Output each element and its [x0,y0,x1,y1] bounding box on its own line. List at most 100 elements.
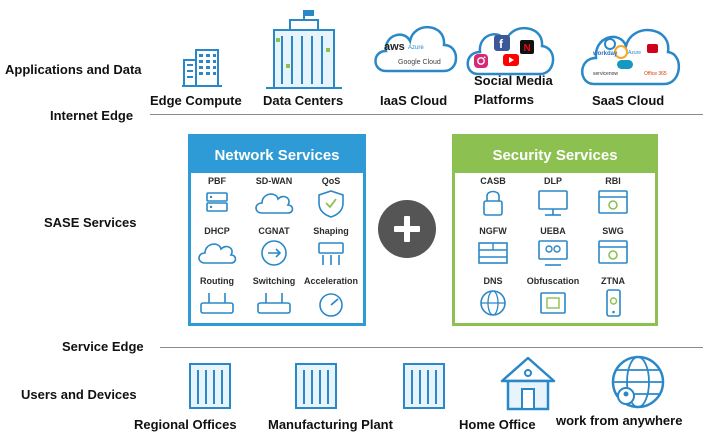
service-label: SWG [602,226,624,236]
gmail-icon [647,44,658,53]
service-label: RBI [605,176,621,186]
cgnat-icon [244,237,304,269]
facebook-icon: f [494,35,510,51]
netflix-icon: N [520,40,534,54]
instagram-icon [474,54,488,68]
edge-compute-building-icon [182,49,222,87]
azure-logo-text: Azure [408,45,424,51]
internet-edge-line [150,114,703,115]
network-services-item-dhcp: DHCP [187,225,247,269]
service-label: DNS [483,276,503,286]
obfuscation-icon [523,287,583,319]
salesforce-icon [617,60,633,69]
aws-logo-text: aws [384,41,405,53]
sd-wan-icon [244,187,304,219]
service-label: CGNAT [258,226,290,236]
network-services-item-routing: Routing [187,275,247,319]
security-services-item-ztna: ZTNA [583,275,643,319]
ueba-icon [523,237,583,269]
globe-user-icon [611,355,665,409]
servicenow-logo-text: servicenow [593,71,619,77]
youtube-icon [503,54,519,66]
social-media-label-line2: Platforms [474,92,534,107]
service-label: QoS [321,176,341,186]
ztna-icon [583,287,643,319]
service-label: Obfuscation [526,276,580,286]
dhcp-icon [187,237,247,269]
network-services-item-shaping: Shaping [301,225,361,269]
work-from-anywhere-label: work from anywhere [556,413,683,428]
security-services-item-dns: DNS [463,275,523,319]
service-label: Acceleration [303,276,359,286]
svg-text:N: N [524,43,531,54]
network-services-item-cgnat: CGNAT [244,225,304,269]
dns-icon [463,287,523,319]
security-services-item-casb: CASB [463,175,523,219]
security-services-title: Security Services [455,137,655,173]
security-services-item-dlp: DLP [523,175,583,219]
row-label-sase-services: SASE Services [44,215,137,230]
service-label: Shaping [313,226,349,236]
home-office-label: Home Office [459,417,536,432]
network-services-item-sd-wan: SD-WAN [244,175,304,219]
office-building-icon [403,363,445,409]
service-label: DHCP [204,226,230,236]
shaping-icon [301,237,361,269]
edge-compute-label: Edge Compute [150,93,242,108]
workday-logo-text: workday [593,51,618,57]
pbf-icon [187,187,247,219]
social-media-label-line1: Social Media [474,73,553,88]
plus-icon [378,200,436,258]
home-office-icon [500,356,556,411]
saas-app-icon [604,38,616,50]
saas-cloud-label: SaaS Cloud [592,93,665,108]
service-label: DLP [544,176,562,186]
service-label: NGFW [479,226,507,236]
network-services-item-acceleration: Acceleration [301,275,361,319]
security-services-panel: Security Services CASB DLP RBI NGFW UEBA SWG D… [452,134,658,326]
qos-icon [301,187,361,219]
data-centers-building-icon [266,10,342,89]
security-services-item-ngfw: NGFW [463,225,523,269]
security-services-item-ueba: UEBA [523,225,583,269]
saas-azure-logo-text: Azure [628,50,642,56]
row-label-applications-and-data: Applications and Data [5,62,142,77]
office365-logo-text: Office 365 [644,71,667,77]
data-centers-label: Data Centers [263,93,344,108]
network-services-item-qos: QoS [301,175,361,219]
svg-text:f: f [499,37,504,51]
dlp-icon [523,187,583,219]
service-label: ZTNA [601,276,625,286]
network-services-item-pbf: PBF [187,175,247,219]
iaas-cloud-label: IaaS Cloud [380,93,448,108]
row-label-service-edge: Service Edge [62,339,144,354]
service-label: UEBA [540,226,566,236]
service-edge-line [160,347,703,348]
switching-icon [244,287,304,319]
security-services-item-obfuscation: Obfuscation [523,275,583,319]
row-label-users-and-devices: Users and Devices [21,387,137,402]
acceleration-icon [301,287,361,319]
social-media-cloud-icon [466,26,555,76]
google-cloud-logo-text: Google Cloud [398,59,441,66]
regional-offices-building-icon [189,363,231,409]
service-label: PBF [208,176,226,186]
service-label: Switching [252,276,296,286]
chrome-like-icon [614,45,628,59]
swg-icon [583,237,643,269]
row-label-internet-edge: Internet Edge [50,108,134,123]
routing-icon [187,287,247,319]
security-services-item-swg: SWG [583,225,643,269]
service-label: SD-WAN [255,176,293,186]
manufacturing-plant-label: Manufacturing Plant [268,417,393,432]
casb-icon [463,187,523,219]
service-label: Routing [200,276,234,286]
regional-offices-label: Regional Offices [134,417,237,432]
service-label: CASB [480,176,506,186]
rbi-icon [583,187,643,219]
network-services-title: Network Services [191,137,363,173]
security-services-item-rbi: RBI [583,175,643,219]
network-services-panel: Network Services PBF SD-WAN QoS DHCP CGNAT Sh… [188,134,366,326]
manufacturing-plant-building-icon [295,363,337,409]
network-services-item-switching: Switching [244,275,304,319]
